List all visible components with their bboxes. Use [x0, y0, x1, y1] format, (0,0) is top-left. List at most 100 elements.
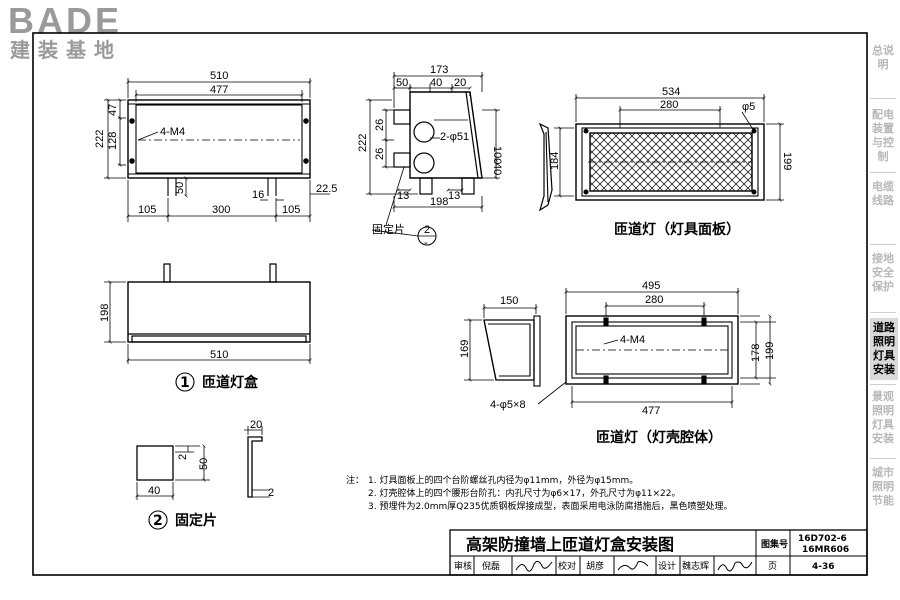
- callout-label: 固定片: [372, 222, 405, 236]
- panel-caption: 匝道灯（灯具面板）: [614, 221, 740, 238]
- caption-number: 2: [153, 513, 163, 529]
- sidebar-item-distribution[interactable]: 配电装置与控制: [872, 108, 894, 163]
- dim-label: 280: [660, 99, 678, 111]
- shell-drawing: [483, 315, 739, 387]
- sidebar-divider: [870, 312, 896, 313]
- box-caption: 匝道灯盒: [202, 374, 259, 391]
- box-top-dim-labels: 510 477 47 128 222 50 16 22.5 105 300 10…: [94, 70, 337, 216]
- dim-label: 510: [210, 70, 228, 82]
- atlas-number: 16D702-6: [798, 534, 847, 544]
- bracket-labels: 20 2 50 40 2 2 固定片: [148, 419, 274, 529]
- dim-label: 199: [764, 342, 776, 360]
- dim-label: 198: [430, 196, 448, 208]
- bracket-dimensions: [135, 426, 270, 530]
- dim-label: 280: [645, 294, 663, 306]
- callout-label: 4-M4: [620, 334, 645, 346]
- dim-label: 26: [374, 148, 386, 160]
- atlas-label: 图集号: [761, 538, 788, 550]
- sidebar-divider: [870, 458, 896, 459]
- sidebar-divider: [870, 98, 896, 99]
- dim-label: 50: [396, 77, 408, 89]
- sidebar-item-road-lighting[interactable]: 道路照明灯具安装: [870, 318, 898, 380]
- sidebar-divider: [870, 384, 896, 385]
- note-line: 1. 灯具面板上的四个台阶螺丝孔内径为φ11mm，外径为φ15mm。: [368, 474, 638, 486]
- sidebar-item-energy[interactable]: 城市照明节能: [872, 466, 894, 507]
- dim-label: 20: [250, 419, 262, 431]
- dim-label: φ5: [742, 101, 755, 113]
- logo-subtitle: 建装基地: [10, 38, 122, 62]
- box-top-dimensions: [104, 78, 330, 222]
- dim-label: 2: [177, 454, 189, 460]
- dim-label: 222: [357, 134, 369, 152]
- dim-label: 199: [781, 152, 793, 170]
- dim-label: 20: [454, 77, 466, 89]
- dim-label: 13: [397, 190, 409, 202]
- dim-label: 16: [252, 189, 264, 201]
- sidebar-divider: [870, 172, 896, 173]
- panel-dimensions: [554, 94, 784, 202]
- caption-number: 1: [180, 375, 190, 391]
- title-block-text: 高架防撞墙上匝道灯盒安装图 图集号 16D702-6 16MR606 审核 倪磊…: [454, 534, 849, 572]
- designer-signature: [717, 561, 753, 572]
- ref-number: 2: [424, 224, 430, 236]
- dim-label: 40: [148, 485, 160, 497]
- drawing-title: 高架防撞墙上匝道灯盒安装图: [466, 535, 674, 554]
- panel-drawing: [538, 122, 765, 212]
- dim-label: 495: [642, 280, 660, 292]
- atlas-number-secondary: 16MR606: [802, 545, 849, 555]
- design-label: 设计: [658, 560, 676, 572]
- page-label: 页: [768, 561, 777, 572]
- sidebar-item-cable[interactable]: 电缆线路: [872, 180, 894, 207]
- checker-name: 胡彦: [586, 560, 604, 572]
- notes-prefix: 注：: [346, 474, 364, 486]
- callout-label: 4-M4: [160, 126, 185, 138]
- box-front-dimensions: [104, 280, 312, 392]
- box-front-view: [127, 263, 311, 343]
- dim-label: 105: [138, 204, 156, 216]
- panel-dim-labels: 534 280 φ5 184 199 匝道灯（灯具面板）: [549, 86, 793, 238]
- logo: BADE 建装基地: [8, 3, 122, 63]
- page-number: 4-36: [812, 562, 835, 572]
- dim-label: 13: [448, 190, 460, 202]
- title-block: [449, 529, 868, 576]
- dim-label: 477: [642, 405, 660, 417]
- designer-name: 魏志辉: [682, 560, 709, 572]
- callout-label: 4-φ5×8: [490, 399, 526, 411]
- dim-label: 128: [107, 132, 119, 150]
- dim-label: 150: [500, 295, 518, 307]
- dim-label: 184: [549, 152, 561, 170]
- bracket-drawing: [136, 436, 263, 498]
- signatures: [515, 560, 753, 572]
- dim-label: 47: [107, 104, 119, 116]
- dim-label: 222: [94, 130, 106, 148]
- dim-label: 22.5: [316, 183, 337, 195]
- dim-label: 26: [374, 119, 386, 131]
- dim-label: 178: [750, 344, 762, 362]
- dim-label: 169: [459, 340, 471, 358]
- note-line: 2. 灯壳腔体上的四个腰形台阶孔：内孔尺寸为φ6×17，外孔尺寸为φ11×22。: [368, 487, 681, 499]
- box-front-labels: 198 510 1 匝道灯盒: [99, 304, 259, 391]
- dim-label: 534: [662, 86, 680, 98]
- sidebar-item-landscape[interactable]: 景观照明灯具安装: [872, 390, 894, 445]
- notes: 注： 1. 灯具面板上的四个台阶螺丝孔内径为φ11mm，外径为φ15mm。 2.…: [346, 474, 733, 512]
- sidebar-item-grounding[interactable]: 接地安全保护: [872, 252, 894, 293]
- dim-label: 2: [268, 487, 274, 499]
- check-label: 校对: [558, 560, 576, 572]
- shell-dimensions: [464, 288, 776, 408]
- dim-label: 477: [210, 84, 228, 96]
- dim-label: 173: [430, 64, 448, 76]
- sidebar-item-general[interactable]: 总说明: [872, 44, 894, 71]
- side-dim-labels: 173 50 40 20 26 26 222 100 40 13 13 198 …: [357, 64, 503, 249]
- shell-caption: 匝道灯（灯壳腔体）: [596, 429, 722, 446]
- dim-label: 50: [198, 458, 210, 470]
- side-dimensions: [366, 72, 500, 246]
- dim-label: 105: [282, 204, 300, 216]
- ref-sheet: -: [424, 237, 428, 249]
- dim-label: 50: [174, 182, 186, 194]
- bracket-caption: 固定片: [175, 512, 217, 529]
- dim-label: 40: [491, 163, 503, 175]
- note-line: 3. 预埋件为2.0mm厚Q235优质钢板焊接成型，表面采用电泳防腐措施后，黑色…: [368, 500, 733, 512]
- callout-label: 2-φ51: [440, 131, 469, 143]
- box-top-view: [127, 99, 311, 196]
